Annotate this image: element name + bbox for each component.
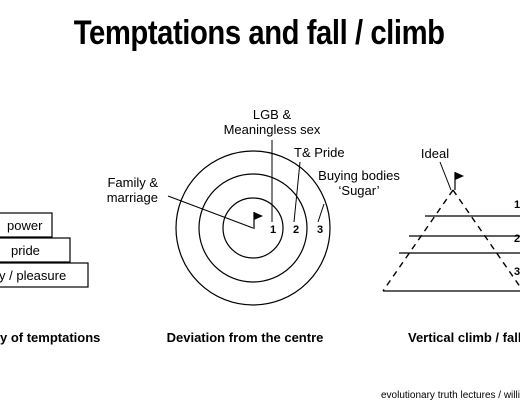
- label-lgb-1: LGB &: [253, 107, 292, 122]
- level-number-3: 3: [514, 266, 520, 278]
- ring-1: [222, 197, 284, 259]
- pointer-ideal: [439, 161, 452, 191]
- flag-icon: [454, 172, 464, 190]
- pyramid-right-edge: [452, 189, 520, 288]
- label-buying-1: Buying bodies: [318, 168, 400, 183]
- pointer-tpride: [293, 161, 301, 223]
- pyramid-left-edge: [382, 189, 454, 292]
- flag-icon: [253, 212, 263, 229]
- pointer-family: [167, 195, 254, 229]
- stair-label-pride: pride: [11, 243, 40, 258]
- page-title: Temptations and fall / climb: [73, 14, 445, 52]
- ring-3: [175, 150, 331, 306]
- pyramid-caption: Vertical climb / fall: [408, 330, 520, 345]
- ring-2: [198, 173, 308, 283]
- circles-diagram: Family & marriage LGB & Meaningless sex …: [107, 107, 401, 345]
- label-lgb-2: Meaningless sex: [224, 122, 321, 137]
- ring-number-3: 3: [317, 224, 323, 236]
- label-family-2: marriage: [107, 190, 158, 205]
- stair-step-2: [0, 237, 71, 263]
- ring-number-2: 2: [293, 224, 299, 236]
- pointer-buying: [317, 203, 325, 223]
- pyramid-diagram: Ideal 1 2 3 Vertical climb / fall: [382, 146, 520, 345]
- ring-number-1: 1: [270, 224, 276, 236]
- stair-step-3: [0, 262, 89, 288]
- footer-text: evolutionary truth lectures / willi: [381, 390, 520, 401]
- label-ideal: Ideal: [421, 146, 449, 161]
- label-tpride: T& Pride: [294, 145, 345, 160]
- stair-step-1: [0, 212, 53, 238]
- stairs-caption: y of temptations: [0, 330, 100, 345]
- stair-label-power: power: [7, 218, 43, 233]
- stairs-diagram: power pride y / pleasure y of temptation…: [0, 212, 100, 345]
- label-family-1: Family &: [107, 175, 158, 190]
- level-number-2: 2: [514, 233, 520, 245]
- label-buying-2: ‘Sugar’: [339, 183, 380, 198]
- level-number-1: 1: [514, 199, 520, 211]
- stair-label-pleasure: y / pleasure: [0, 268, 66, 283]
- circles-caption: Deviation from the centre: [167, 330, 324, 345]
